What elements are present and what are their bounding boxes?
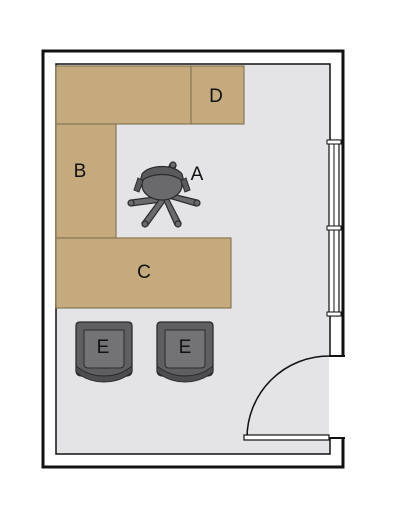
label-guest-chair-left: E	[97, 337, 110, 358]
door-swing-icon	[243, 355, 345, 441]
side-desk-b	[55, 123, 117, 239]
label-side-desk: B	[74, 161, 87, 182]
main-desk-c	[55, 237, 232, 309]
label-main-desk: C	[137, 262, 151, 283]
cabinet-d	[190, 65, 245, 125]
armchair-icon	[156, 321, 214, 383]
label-guest-chair-right: E	[179, 337, 192, 358]
window-icon	[326, 139, 342, 317]
office-chair-icon	[127, 161, 201, 228]
desk-top-segment	[55, 65, 192, 125]
label-cabinet: D	[209, 86, 223, 107]
armchair-icon	[75, 321, 133, 383]
label-chair: A	[191, 164, 204, 185]
